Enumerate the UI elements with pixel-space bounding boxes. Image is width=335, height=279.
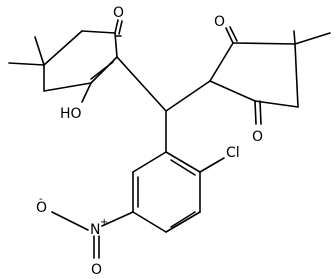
ketone-oxygen-left: O (113, 5, 124, 21)
nitro-nitrogen: N (90, 222, 100, 238)
nitro-nitrogen-charge: + (100, 217, 108, 228)
nitro-oxygen-bottom: O (91, 262, 102, 278)
nitro-oxygen-left-charge: - (39, 194, 43, 205)
ketone-oxygen-right-bottom: O (252, 129, 263, 145)
hydroxyl-group: HO (60, 106, 82, 122)
chlorine-atom: Cl (226, 145, 240, 161)
atom-labels: O HO O O Cl N + O - O (36, 5, 263, 278)
bond-lines (8, 19, 331, 259)
nitro-oxygen-left: O (36, 200, 47, 216)
ketone-oxygen-right-top: O (214, 14, 225, 30)
